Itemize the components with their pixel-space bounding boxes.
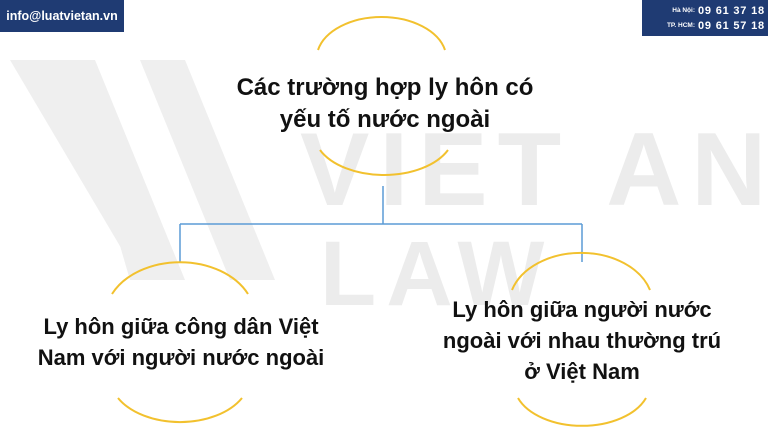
watermark-line1: VIET AN (300, 112, 776, 228)
phone-contact-box: Hà Nội: 09 61 37 18 18 TP. HCM: 09 61 57… (642, 0, 782, 36)
email-badge[interactable]: info@luatvietan.vn (0, 0, 124, 32)
right-line-3: ở Việt Nam (524, 359, 640, 384)
left-node-label: Ly hôn giữa công dân Việt Nam với người … (10, 311, 352, 373)
phone-row-hcm[interactable]: TP. HCM: 09 61 57 18 18 (642, 18, 782, 34)
right-line-1: Ly hôn giữa người nước (452, 297, 712, 322)
root-bottom-arc (319, 149, 449, 176)
left-line-2: Nam với người nước ngoài (37, 345, 325, 370)
root-line-1: Các trường hợp ly hôn có (236, 74, 534, 101)
phone-number[interactable]: 09 61 57 18 18 (698, 20, 783, 32)
root-line-2: yếu tố nước ngoài (279, 106, 491, 133)
right-bottom-arc (517, 397, 647, 427)
right-node-label: Ly hôn giữa người nước ngoài với nhau th… (412, 294, 752, 387)
phone-number[interactable]: 09 61 37 18 18 (698, 5, 783, 17)
email-text[interactable]: info@luatvietan.vn (6, 9, 118, 23)
left-line-1: Ly hôn giữa công dân Việt (43, 314, 319, 339)
right-top-arc (511, 251, 651, 291)
left-top-arc (111, 261, 249, 295)
root-top-arc (317, 16, 446, 51)
vietan-logo-mark (10, 60, 275, 280)
phone-row-hanoi[interactable]: Hà Nội: 09 61 37 18 18 (642, 3, 782, 19)
right-line-2: ngoài với nhau thường trú (442, 328, 722, 353)
city-label: Hà Nội: (672, 7, 695, 14)
watermark-line2: LAW (320, 223, 554, 325)
root-node-label: Các trường hợp ly hôn có yếu tố nước ngo… (210, 72, 560, 136)
city-label: TP. HCM: (666, 22, 695, 29)
left-bottom-arc (117, 397, 243, 424)
